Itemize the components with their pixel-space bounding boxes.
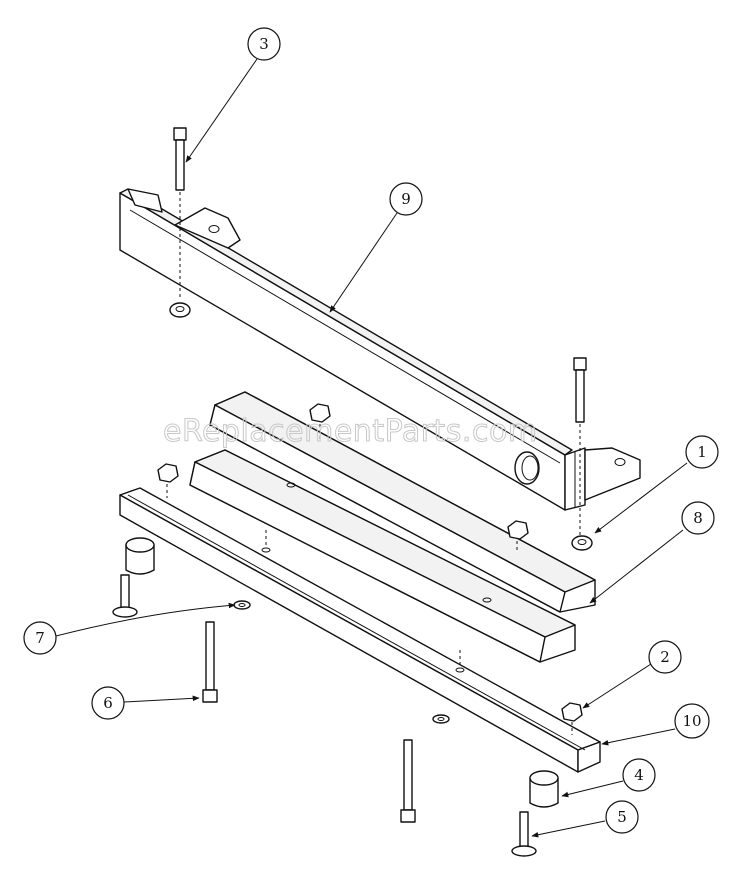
spacer-part-4 — [529, 770, 559, 808]
callout-9: 9 — [389, 182, 423, 216]
carriage-bolt-part-5 — [511, 811, 537, 857]
washer-lower — [432, 714, 450, 724]
callout-10: 10 — [674, 703, 710, 739]
svg-text:5: 5 — [617, 808, 627, 826]
bracket-part-9 — [119, 188, 641, 511]
callout-7: 7 — [23, 621, 57, 655]
callout-8: 8 — [681, 501, 715, 535]
hole-markers — [261, 482, 492, 673]
svg-text:9: 9 — [401, 190, 411, 208]
leader-lines — [55, 58, 688, 838]
callout-5: 5 — [605, 800, 639, 834]
callout-3: 3 — [247, 27, 281, 61]
svg-text:1: 1 — [697, 443, 707, 461]
watermark: eReplacementParts.com — [163, 414, 538, 449]
callout-2: 2 — [648, 640, 682, 674]
callout-4: 4 — [622, 758, 656, 792]
nut-left-channel — [157, 463, 179, 498]
nut-part-1 — [571, 535, 593, 551]
svg-text:2: 2 — [660, 648, 670, 666]
nut-part-2 — [561, 702, 583, 735]
spacer-left — [125, 537, 155, 575]
svg-text:10: 10 — [682, 712, 701, 730]
foam-block-part-8 — [209, 391, 596, 613]
bolt-right-upper — [573, 357, 587, 535]
carriage-bolt-left — [112, 574, 138, 618]
svg-text:6: 6 — [103, 694, 113, 712]
callout-6: 6 — [91, 686, 125, 720]
bolt-part-3-left — [173, 127, 187, 300]
channel-part-10 — [119, 487, 601, 773]
svg-text:7: 7 — [35, 629, 45, 647]
svg-text:3: 3 — [259, 35, 269, 53]
svg-text:4: 4 — [634, 766, 644, 784]
long-bolt-lower — [400, 739, 416, 823]
nut-left-under-bracket — [169, 302, 191, 318]
svg-text:8: 8 — [693, 509, 703, 527]
callout-1: 1 — [685, 435, 719, 469]
long-bolt-part-6 — [202, 621, 218, 703]
washer-part-7 — [233, 600, 251, 610]
pad-block — [189, 449, 576, 663]
nut-mid-foam — [507, 520, 529, 552]
nut-upper-foam — [309, 403, 331, 440]
